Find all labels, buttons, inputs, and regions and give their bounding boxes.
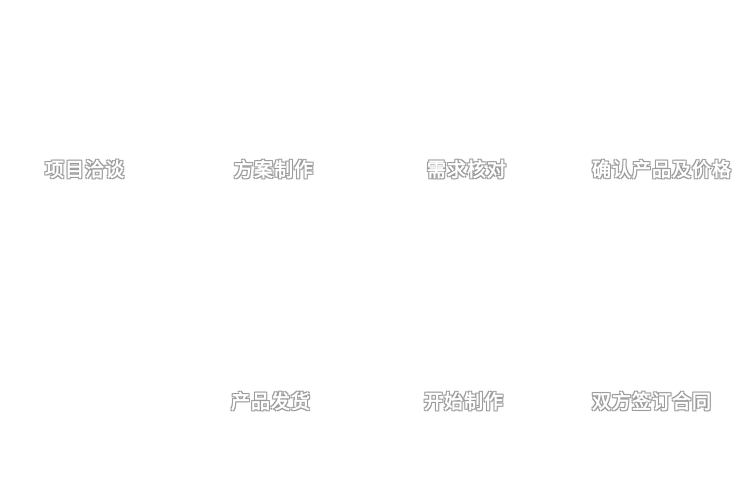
step-product-shipping: 产品发货 [231, 391, 312, 413]
step-project-discussion: 项目洽谈 [45, 159, 126, 181]
step-confirm-product-and-price: 确认产品及价格 [592, 159, 733, 181]
step-requirements-check: 需求核对 [427, 159, 508, 181]
step-sign-contract: 双方签订合同 [592, 391, 713, 413]
step-start-production: 开始制作 [424, 391, 505, 413]
step-proposal-creation: 方案制作 [234, 159, 315, 181]
